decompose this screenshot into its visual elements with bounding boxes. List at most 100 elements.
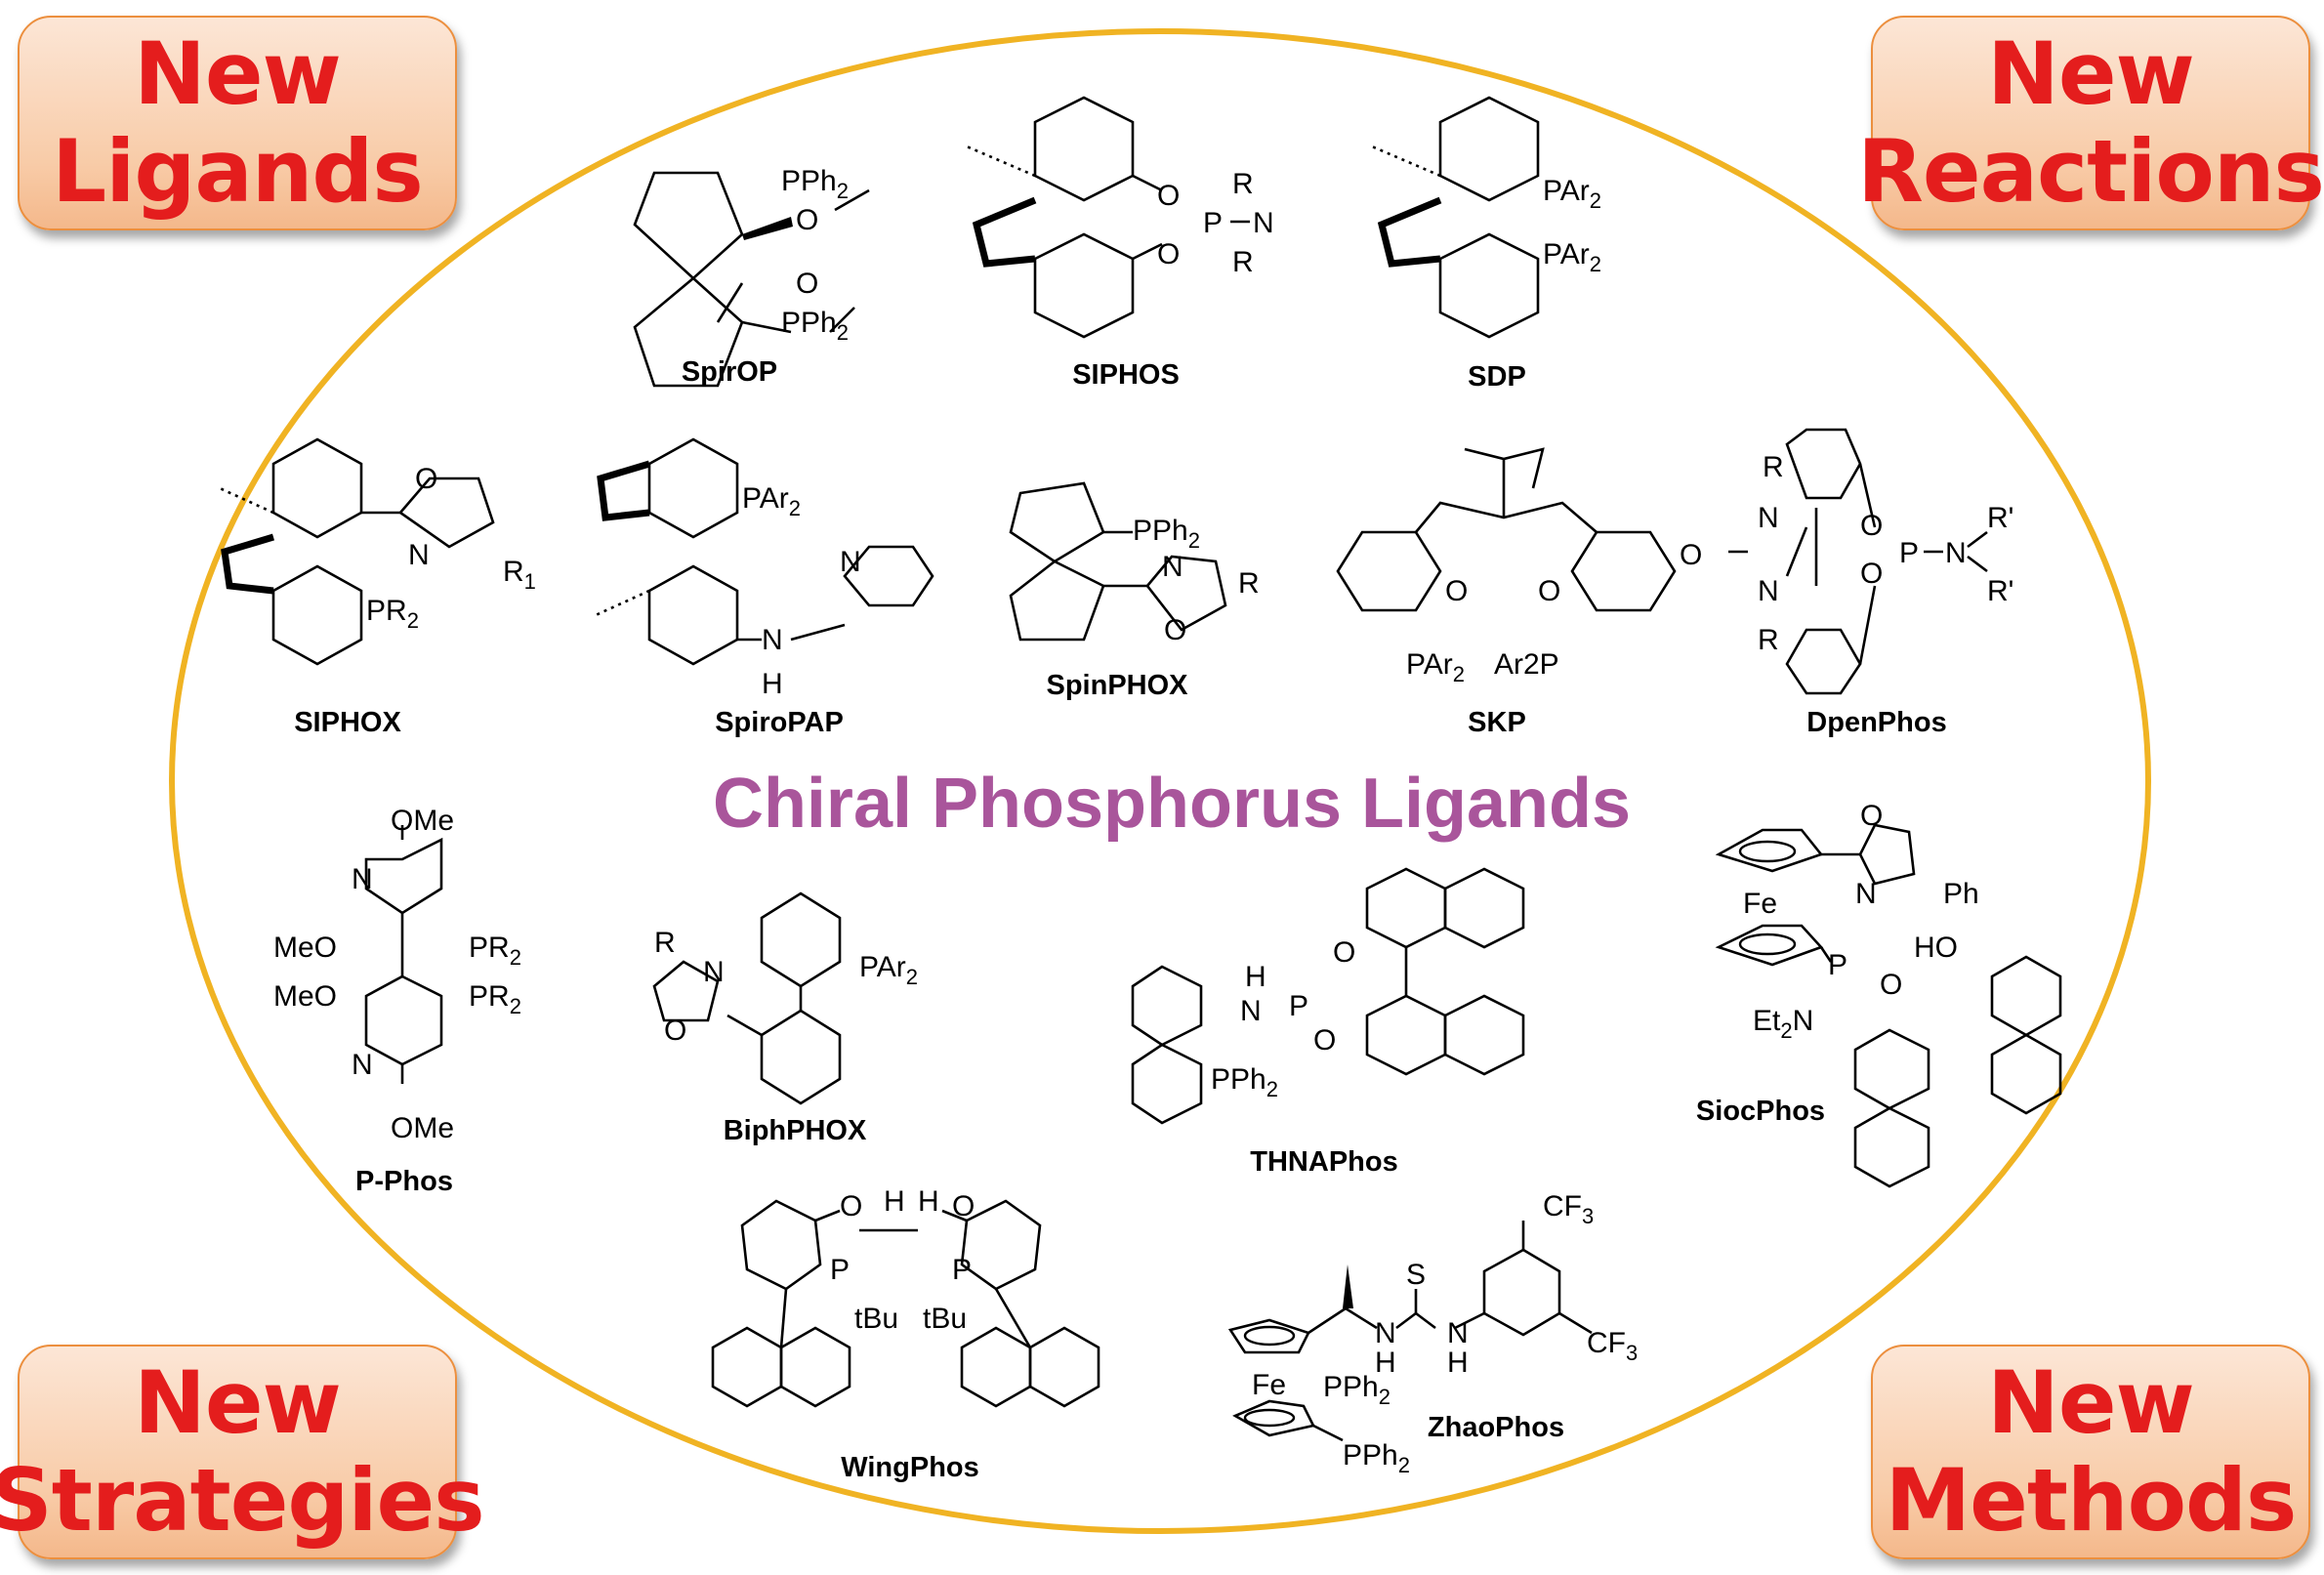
atom-label: O — [1313, 1024, 1336, 1057]
ligand-name-sdp: SDP — [1468, 361, 1526, 393]
atom-label: N — [352, 863, 373, 895]
structure-siocphos: O N Ph Fe P O HO Et2N — [1715, 800, 2062, 1188]
atom-label: tBu — [854, 1303, 898, 1335]
atom-label: O — [1333, 936, 1355, 969]
atom-label: N — [762, 624, 783, 656]
atom-label: R' — [1987, 575, 2013, 607]
corner-line2: Methods — [1885, 1450, 2298, 1551]
structure-sdp: PAr2 PAr2 — [1371, 96, 1601, 339]
atom-label: N — [1375, 1317, 1396, 1349]
new-reactions-box: New Reactions — [1857, 16, 2324, 230]
atom-label: N — [840, 546, 861, 578]
ligand-name-spirop: SpirOP — [681, 356, 778, 388]
atom-label: PR2 — [469, 980, 521, 1018]
ligand-name-thnaphos: THNAPhos — [1250, 1146, 1398, 1178]
atom-label: PPh2 — [1211, 1063, 1278, 1101]
atom-label: R — [1232, 246, 1254, 278]
atom-label: PAr2 — [1543, 238, 1601, 276]
ligand-name-dpenphos: DpenPhos — [1806, 707, 1947, 738]
structure-p-phos: OMe N MeO PR2 MeO PR2 N OMe — [273, 805, 521, 1144]
atom-label: PAr2 — [1543, 175, 1601, 213]
atom-label: O — [1538, 575, 1560, 607]
corner-line1: New — [134, 1352, 342, 1453]
corner-line2: Ligands — [52, 121, 424, 222]
structure-spirop: O PPh2 O PPh2 — [633, 165, 870, 388]
ligand-name-p-phos: P-Phos — [355, 1166, 453, 1197]
structure-spinphox: PPh2 N R O — [1009, 481, 1260, 646]
atom-label: O — [1157, 238, 1180, 270]
atom-label: CF3 — [1587, 1327, 1638, 1365]
atom-label: O — [796, 204, 818, 236]
atom-label: O — [1445, 575, 1468, 607]
structure-skp: O O PAr2 Ar2P — [1336, 447, 1677, 686]
atom-label: H — [1447, 1347, 1469, 1379]
atom-label: PPh2 — [1133, 515, 1200, 553]
atom-label: PAr2 — [859, 951, 918, 989]
atom-label: CF3 — [1543, 1190, 1594, 1228]
atom-label: P — [830, 1254, 850, 1286]
atom-label: PPh2 — [781, 165, 849, 203]
atom-label: O — [1164, 614, 1186, 646]
atom-label: N — [352, 1049, 373, 1081]
atom-label: Ph — [1943, 878, 1979, 910]
atom-label: OMe — [391, 805, 454, 837]
atom-label: H — [884, 1185, 905, 1218]
atom-label: PR2 — [366, 595, 419, 633]
ligand-name-spinphox: SpinPHOX — [1046, 670, 1188, 701]
atom-label: R — [654, 927, 676, 959]
ligand-name-spiropap: SpiroPAP — [715, 707, 844, 738]
new-strategies-box: New Strategies — [0, 1345, 485, 1559]
atom-label: O — [840, 1190, 862, 1223]
atom-label: PR2 — [469, 932, 521, 970]
atom-label: R — [1238, 567, 1260, 600]
atom-label: P — [1289, 990, 1308, 1022]
ligand-name-siphox: SIPHOX — [294, 707, 401, 738]
atom-label: P — [1828, 949, 1847, 981]
corner-line1: New — [1987, 23, 2195, 124]
atom-label: N — [1253, 207, 1274, 239]
corner-line2: Strategies — [0, 1450, 485, 1551]
atom-label: O — [1157, 180, 1180, 212]
structure-zhaophos: CF3 S N H N H CF3 Fe PPh2 PPh2 — [1227, 1190, 1638, 1477]
atom-label: O — [415, 463, 437, 495]
ligand-name-siphos: SIPHOS — [1072, 359, 1180, 391]
atom-label: R1 — [503, 556, 536, 594]
diagram-title: Chiral Phosphorus Ligands — [712, 765, 1632, 843]
atom-label: P — [1203, 207, 1223, 239]
atom-label: HO — [1914, 932, 1958, 964]
structure-wingphos: O H H O P P tBu tBu — [711, 1185, 1100, 1408]
corner-line1: New — [134, 23, 342, 124]
atom-label: O — [1860, 800, 1883, 832]
atom-label: H — [1375, 1347, 1396, 1379]
atom-label: N — [1758, 575, 1779, 607]
atom-label: N — [1162, 551, 1183, 583]
atom-label: N — [1447, 1317, 1469, 1349]
ligand-name-zhaophos: ZhaoPhos — [1427, 1412, 1565, 1443]
atom-label: N — [703, 956, 725, 988]
atom-label: P — [952, 1254, 972, 1286]
atom-label: H — [918, 1185, 939, 1218]
ligand-name-skp: SKP — [1468, 707, 1526, 738]
atom-label: O — [952, 1190, 975, 1223]
atom-label: PPh2 — [781, 307, 849, 345]
ligand-name-biphphox: BiphPHOX — [723, 1115, 867, 1146]
atom-label: tBu — [923, 1303, 967, 1335]
atom-label: R — [1232, 168, 1254, 200]
structure-thnaphos: H N P O O PPh2 — [1131, 867, 1525, 1125]
atom-label: O — [796, 268, 818, 300]
new-ligands-box: New Ligands — [18, 16, 457, 230]
atom-label: PAr2 — [1406, 648, 1465, 686]
atom-label: N — [1758, 502, 1779, 534]
structure-siphos: O P N R R O — [966, 96, 1274, 339]
atom-label: H — [762, 668, 783, 700]
atom-label: H — [1245, 961, 1266, 993]
new-methods-box: New Methods — [1871, 1345, 2310, 1559]
atom-label: MeO — [273, 980, 337, 1013]
atom-label: PAr2 — [742, 482, 801, 520]
structure-dpenphos: R N O N R O O P N R' R' — [1680, 428, 2013, 695]
structure-siphox: O N R1 PR2 — [219, 437, 536, 666]
atom-label: O — [1680, 539, 1702, 571]
atom-label: Ar2P — [1494, 648, 1559, 681]
